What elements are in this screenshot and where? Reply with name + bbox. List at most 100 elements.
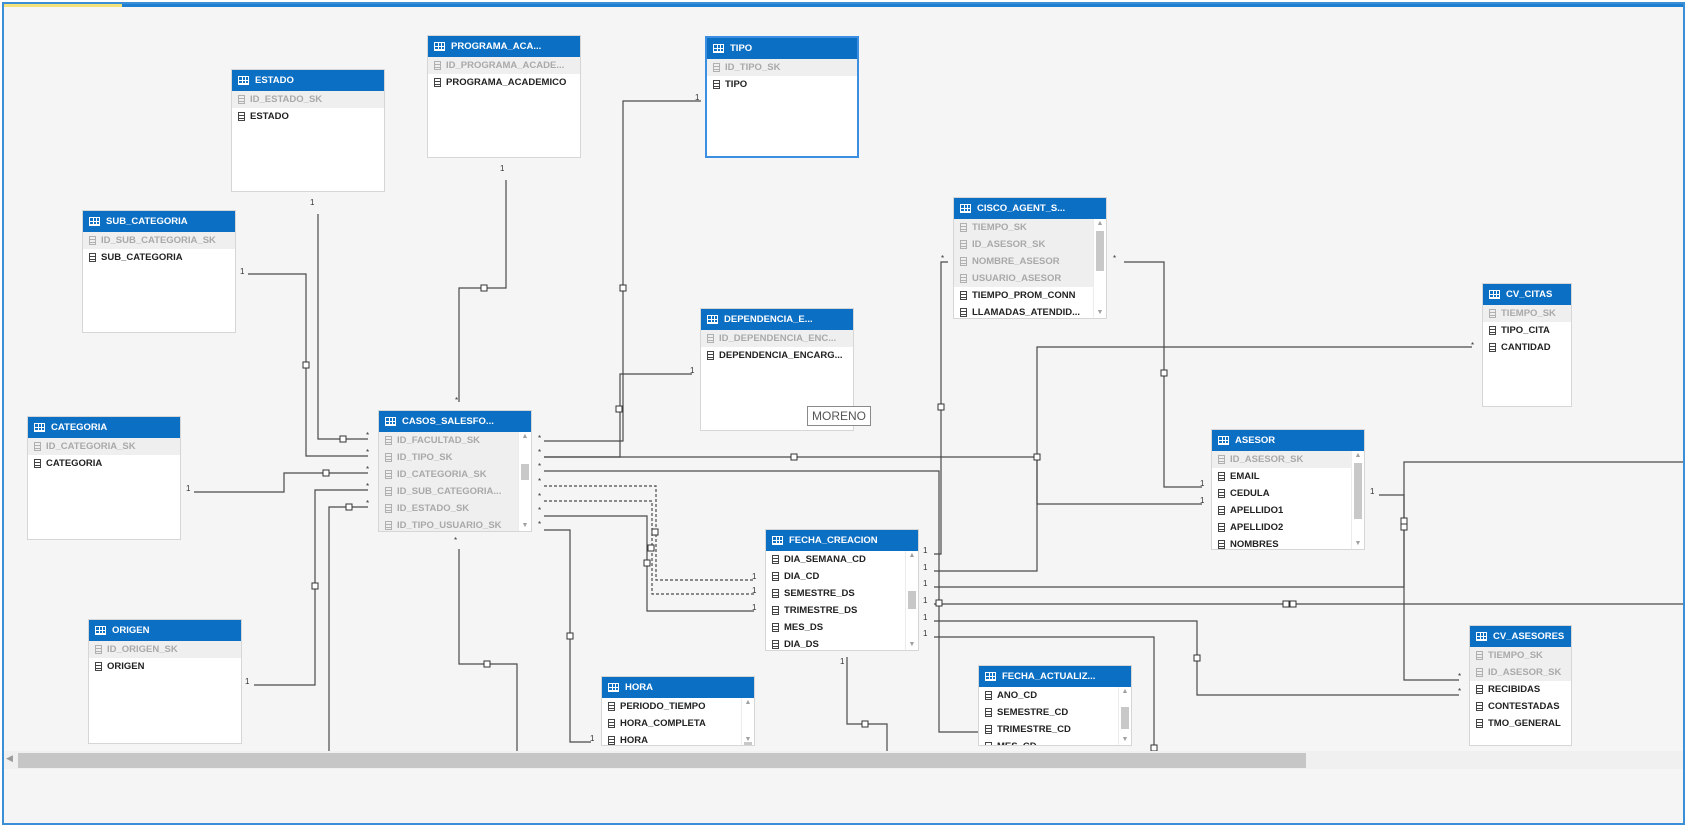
column-item[interactable]: ORIGEN [89, 658, 241, 675]
table-scroll-thumb[interactable] [908, 591, 916, 609]
column-item[interactable]: TIPO [707, 76, 857, 93]
table-scroll-thumb[interactable] [744, 742, 752, 745]
column-item[interactable]: APELLIDO1 [1212, 502, 1364, 519]
scroll-up-icon[interactable]: ▲ [1096, 220, 1104, 227]
column-item[interactable]: TRIMESTRE_CD [979, 721, 1131, 738]
column-item[interactable]: TIPO_CITA [1483, 322, 1571, 339]
scroll-up-icon[interactable]: ▲ [521, 433, 529, 440]
column-item[interactable]: DIA_CD [766, 568, 918, 585]
table-scrollbar[interactable]: ▲▼ [741, 698, 754, 745]
table-header[interactable]: CV_CITAS [1483, 284, 1571, 305]
scroll-up-icon[interactable]: ▲ [1121, 688, 1129, 695]
column-item[interactable]: ID_TIPO_USUARIO_SK [379, 517, 531, 531]
column-item[interactable]: ID_FACULTAD_SK [379, 432, 531, 449]
table-header[interactable]: FECHA_ACTUALIZ... [979, 666, 1131, 687]
table-scrollbar[interactable]: ▲▼ [905, 551, 918, 650]
column-item[interactable]: ID_TIPO_SK [379, 449, 531, 466]
horizontal-scrollbar[interactable]: ◀ [4, 751, 1683, 769]
column-item[interactable]: ID_ASESOR_SK [1470, 664, 1571, 681]
horizontal-scroll-thumb[interactable] [18, 753, 1306, 768]
column-item[interactable]: CONTESTADAS [1470, 698, 1571, 715]
column-item[interactable]: APELLIDO2 [1212, 519, 1364, 536]
column-item[interactable]: TIEMPO_SK [954, 219, 1106, 236]
column-item[interactable]: ID_CATEGORIA_SK [28, 438, 180, 455]
column-item[interactable]: ID_ESTADO_SK [379, 500, 531, 517]
column-item[interactable]: TIEMPO_PROM_CONN [954, 287, 1106, 304]
scroll-down-icon[interactable]: ▼ [1121, 736, 1129, 743]
column-item[interactable]: ID_ORIGEN_SK [89, 641, 241, 658]
column-item[interactable]: TMO_GENERAL [1470, 715, 1571, 732]
column-item[interactable]: SUB_CATEGORIA [83, 249, 235, 266]
column-item[interactable]: ID_SUB_CATEGORIA... [379, 483, 531, 500]
scroll-up-icon[interactable]: ▲ [908, 552, 916, 559]
scroll-up-icon[interactable]: ▲ [1354, 452, 1362, 459]
column-item[interactable]: LLAMADAS_ATENDID... [954, 304, 1106, 318]
column-item[interactable]: CEDULA [1212, 485, 1364, 502]
table-hora[interactable]: HORAPERIODO_TIEMPOHORA_COMPLETAHORAMINUT… [601, 676, 755, 746]
table-scroll-thumb[interactable] [1096, 231, 1104, 271]
table-scrollbar[interactable]: ▲▼ [1093, 219, 1106, 318]
column-item[interactable]: TIEMPO_SK [1483, 305, 1571, 322]
table-scroll-thumb[interactable] [1354, 463, 1362, 519]
scroll-down-icon[interactable]: ▼ [744, 736, 752, 743]
scroll-left-icon[interactable]: ◀ [6, 753, 13, 763]
table-header[interactable]: TIPO [707, 38, 857, 59]
column-item[interactable]: DEPENDENCIA_ENCARG... [701, 347, 853, 364]
column-item[interactable]: DIA_SEMANA_CD [766, 551, 918, 568]
table-header[interactable]: CISCO_AGENT_S... [954, 198, 1106, 219]
column-item[interactable]: CATEGORIA [28, 455, 180, 472]
table-scroll-thumb[interactable] [1121, 707, 1129, 729]
scroll-down-icon[interactable]: ▼ [908, 641, 916, 648]
column-item[interactable]: HORA_COMPLETA [602, 715, 754, 732]
table-header[interactable]: FECHA_CREACION [766, 530, 918, 551]
column-item[interactable]: RECIBIDAS [1470, 681, 1571, 698]
table-scroll-thumb[interactable] [521, 464, 529, 480]
column-item[interactable]: MES_DS [766, 619, 918, 636]
scroll-down-icon[interactable]: ▼ [521, 522, 529, 529]
column-item[interactable]: SEMESTRE_DS [766, 585, 918, 602]
table-programa[interactable]: PROGRAMA_ACA...ID_PROGRAMA_ACADE...PROGR… [427, 35, 581, 158]
column-item[interactable]: USUARIO_ASESOR [954, 270, 1106, 287]
scroll-up-icon[interactable]: ▲ [744, 699, 752, 706]
scroll-down-icon[interactable]: ▼ [1354, 540, 1362, 547]
column-item[interactable]: PROGRAMA_ACADEMICO [428, 74, 580, 91]
table-header[interactable]: ORIGEN [89, 620, 241, 641]
column-item[interactable]: SEMESTRE_CD [979, 704, 1131, 721]
column-item[interactable]: ID_SUB_CATEGORIA_SK [83, 232, 235, 249]
column-item[interactable]: ANO_CD [979, 687, 1131, 704]
column-item[interactable]: TRIMESTRE_DS [766, 602, 918, 619]
column-item[interactable]: HORA [602, 732, 754, 745]
column-item[interactable]: ID_ESTADO_SK [232, 91, 384, 108]
column-item[interactable]: CANTIDAD [1483, 339, 1571, 356]
table-header[interactable]: CASOS_SALESFO... [379, 411, 531, 432]
column-item[interactable]: ID_DEPENDENCIA_ENC... [701, 330, 853, 347]
column-item[interactable]: ID_ASESOR_SK [954, 236, 1106, 253]
table-header[interactable]: PROGRAMA_ACA... [428, 36, 580, 57]
column-item[interactable]: NOMBRES [1212, 536, 1364, 549]
table-header[interactable]: CV_ASESORES [1470, 626, 1571, 647]
table-header[interactable]: ESTADO [232, 70, 384, 91]
column-item[interactable]: ID_CATEGORIA_SK [379, 466, 531, 483]
column-item[interactable]: TIEMPO_SK [1470, 647, 1571, 664]
table-scrollbar[interactable]: ▲▼ [518, 432, 531, 531]
column-item[interactable]: ID_ASESOR_SK [1212, 451, 1364, 468]
column-item[interactable]: DIA_DS [766, 636, 918, 650]
column-item[interactable]: NOMBRE_ASESOR [954, 253, 1106, 270]
table-header[interactable]: SUB_CATEGORIA [83, 211, 235, 232]
table-header[interactable]: HORA [602, 677, 754, 698]
scroll-down-icon[interactable]: ▼ [1096, 309, 1104, 316]
column-item[interactable]: ID_TIPO_SK [707, 59, 857, 76]
